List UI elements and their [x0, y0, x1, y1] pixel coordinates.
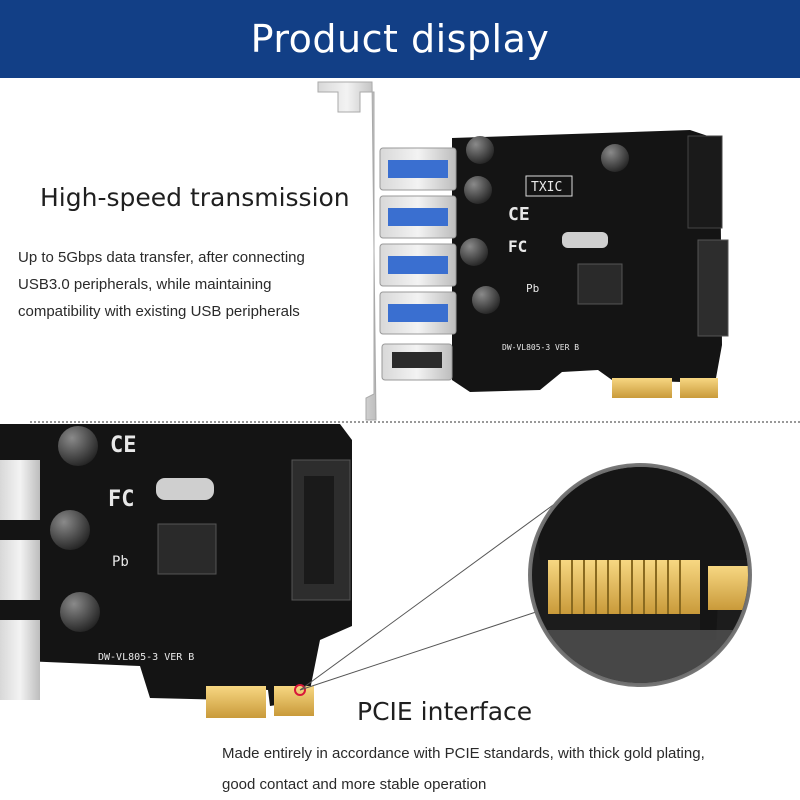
pb-mark-closeup: Pb [112, 554, 129, 570]
section-divider [30, 421, 800, 423]
mounting-bracket [317, 81, 377, 421]
controller-chip [577, 263, 623, 305]
ce-mark-closeup: CE [110, 433, 137, 458]
gold-fingers-top [612, 378, 718, 398]
brand-label: TXIC [531, 180, 562, 195]
model-label: DW-VL805-3 VER B [502, 343, 579, 352]
description-line: good contact and more stable operation [222, 776, 487, 793]
magnifier-lens [528, 463, 752, 687]
sata-connector [697, 239, 729, 337]
description-line: Up to 5Gbps data transfer, after connect… [18, 249, 305, 266]
power-connector [687, 135, 723, 229]
ce-mark: CE [508, 204, 530, 225]
description-line: compatibility with existing USB peripher… [18, 303, 300, 320]
gold-fingers-closeup [206, 686, 314, 718]
crystal-oscillator [562, 232, 608, 248]
focus-marker [294, 684, 306, 696]
model-label-closeup: DW-VL805-3 VER B [98, 652, 194, 663]
card-closeup-view: CE FC Pb DW-VL805-3 VER B [0, 424, 561, 718]
fc-mark-closeup: FC [108, 487, 135, 512]
capacitors [460, 136, 629, 314]
feature-description-transmission: Up to 5Gbps data transfer, after connect… [18, 244, 348, 325]
pb-mark: Pb [526, 282, 539, 295]
feature-heading-pcie: PCIE interface [357, 697, 533, 726]
feature-description-pcie: Made entirely in accordance with PCIE st… [222, 738, 792, 800]
usb-ports [379, 147, 457, 381]
header-banner: Product display [0, 0, 800, 78]
page-title: Product display [250, 17, 550, 61]
feature-heading-transmission: High-speed transmission [40, 183, 350, 212]
pcb-board [452, 130, 722, 392]
description-line: USB3.0 peripherals, while maintaining [18, 276, 272, 293]
fc-mark: FC [508, 237, 527, 256]
card-top-view: TXIC CE FC Pb DW-VL805-3 VER B [317, 81, 729, 421]
description-line: Made entirely in accordance with PCIE st… [222, 745, 705, 762]
